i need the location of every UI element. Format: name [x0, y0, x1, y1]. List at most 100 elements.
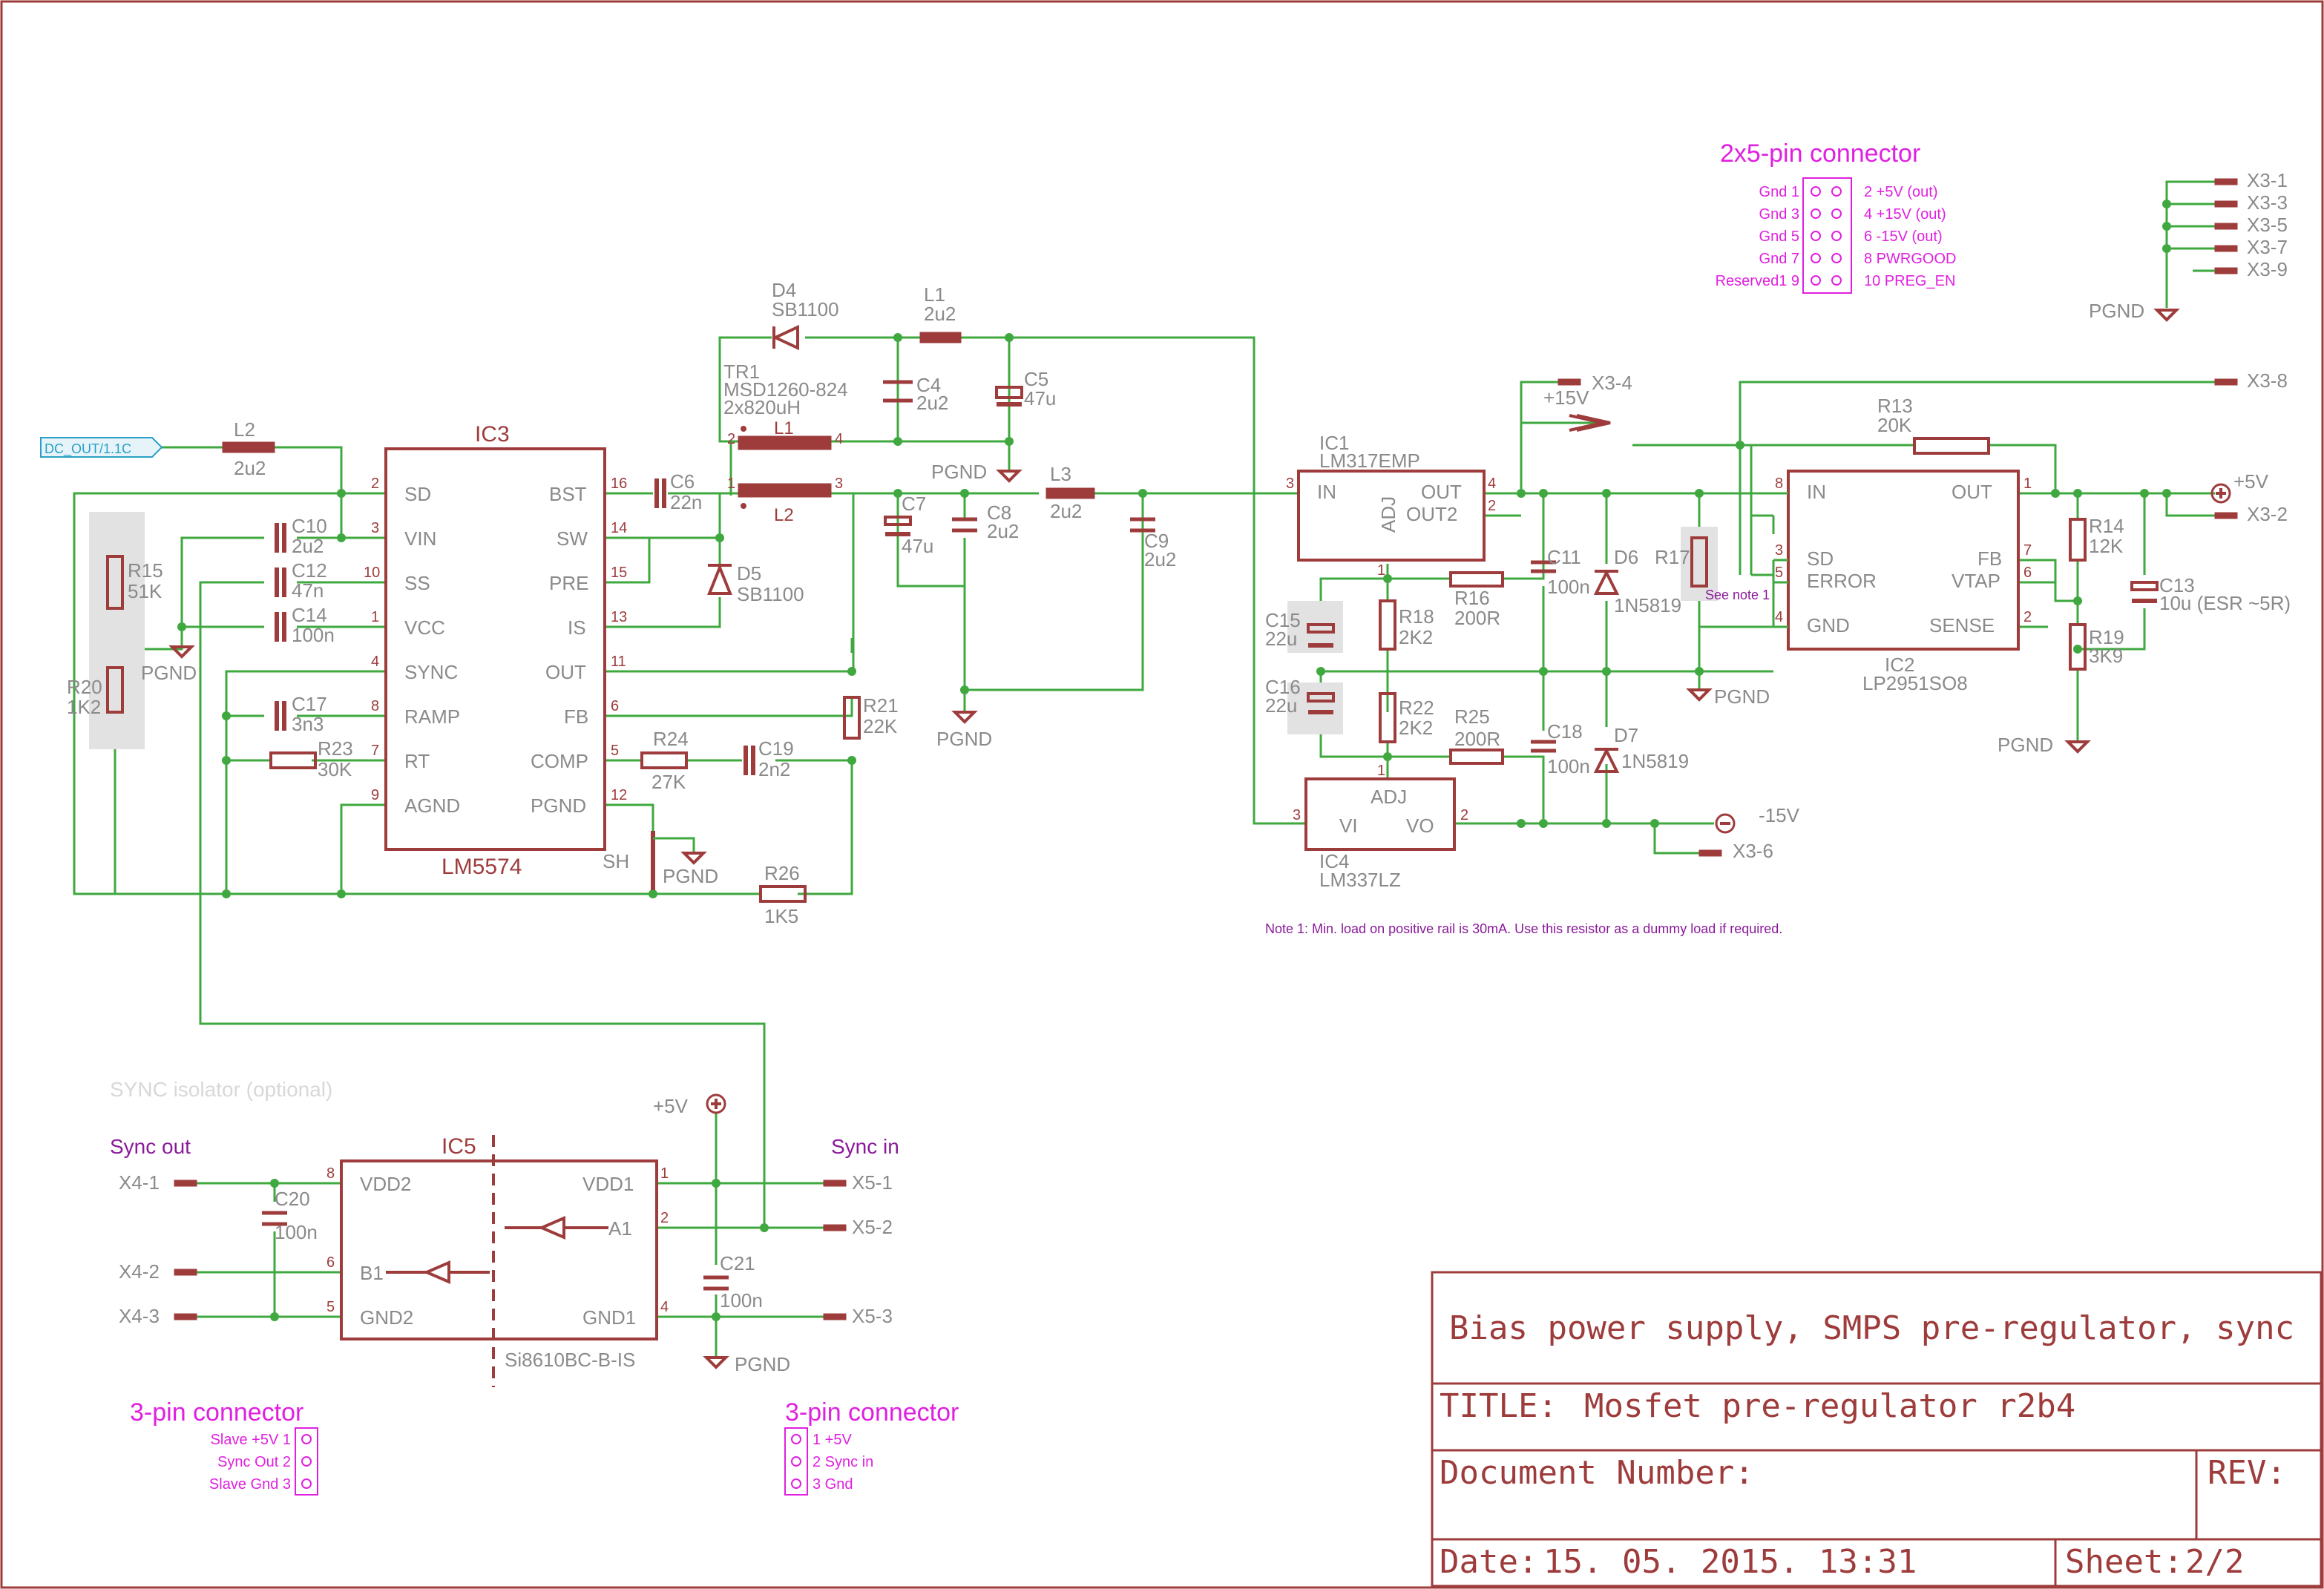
tb-description: Bias power supply, SMPS pre-regulator, s…	[1449, 1309, 2294, 1347]
r13-value: 20K	[1877, 414, 1912, 436]
capacitor-c20: C20 100n	[262, 1188, 318, 1243]
resistor-r16: R16 200R	[1449, 571, 1504, 629]
d6-name: D6	[1614, 546, 1638, 568]
highlight-r15-r20	[89, 512, 145, 749]
pgnd-symbol-r17: PGND	[1686, 685, 1770, 708]
capacitor-c7: C7 47u	[884, 493, 933, 557]
ic2-pinnum-1: 1	[2023, 476, 2032, 492]
c15-name: C15	[1265, 609, 1301, 631]
r26-name: R26	[764, 862, 800, 884]
ic3-pin-out: OUT	[545, 661, 586, 683]
conn2x5-left-9: Reserved1 9	[1716, 273, 1799, 289]
connector-master: 3-pin connector 1 +5V 2 Sync in 3 Gnd	[784, 1398, 959, 1496]
x5-pins: X5-1 X5-2 X5-3	[823, 1171, 893, 1327]
ic5-pinnum-2: 2	[660, 1210, 669, 1226]
l3-name: L3	[1050, 463, 1071, 485]
r20-value: 1K2	[67, 696, 101, 718]
x3-8-pin: X3-8	[2214, 369, 2288, 392]
conn2x5-right-6: 6 -15V (out)	[1864, 228, 1943, 245]
master-pin-1: 1 +5V	[813, 1432, 852, 1448]
p5v-rail: +5V X3-2	[2210, 470, 2288, 525]
ic3-pin-pre: PRE	[549, 572, 588, 594]
r25-value: 200R	[1454, 728, 1500, 750]
ic3-pinnum-13: 13	[611, 609, 627, 625]
x4-2-label: X4-2	[119, 1260, 160, 1283]
c4-value: 2u2	[916, 392, 948, 414]
ic1-part: LM317EMP	[1319, 450, 1420, 472]
l3-value: 2u2	[1050, 500, 1082, 522]
capacitor-c10: C10 2u2	[275, 515, 327, 557]
c8-name: C8	[987, 501, 1011, 524]
ic5-pinnum-6: 6	[326, 1254, 335, 1271]
r21-name: R21	[863, 694, 899, 717]
l2-value: 2u2	[234, 457, 266, 479]
c18-value: 100n	[1547, 755, 1590, 777]
r14-name: R14	[2089, 515, 2124, 537]
ic2-pinnum-6: 6	[2023, 565, 2032, 581]
conn2x5-left-7: Gnd 7	[1759, 251, 1799, 267]
pgnd-label-c8: PGND	[936, 728, 992, 750]
x5-3-label: X5-3	[852, 1305, 893, 1327]
inductor-l1: L1 2u2	[919, 283, 962, 343]
ic5-pin-b1: B1	[360, 1262, 384, 1284]
resistor-r15: R15 51K	[106, 555, 163, 610]
x3-8-label: X3-8	[2247, 369, 2288, 392]
pgnd-label-ic2: PGND	[1998, 734, 2053, 756]
ic3-pinnum-11: 11	[611, 654, 626, 670]
c17-value: 3n3	[292, 713, 324, 735]
ic4-part: LM337LZ	[1319, 869, 1401, 891]
ic4-pinnum-1: 1	[1377, 763, 1385, 779]
ic5-part: Si8610BC-B-IS	[505, 1349, 635, 1371]
d6-value: 1N5819	[1614, 594, 1681, 616]
connector-master-title: 3-pin connector	[785, 1398, 959, 1427]
capacitor-c9: C9 2u2	[1130, 517, 1176, 570]
c19-value: 2n2	[758, 758, 790, 780]
connector-2x5-title: 2x5-pin connector	[1720, 139, 1920, 168]
ic3-pin-ramp: RAMP	[404, 705, 460, 728]
conn2x5-right-4: 4 +15V (out)	[1864, 206, 1946, 223]
x3-2-label: X3-2	[2247, 503, 2288, 525]
p5v-sync-label: +5V	[653, 1095, 689, 1117]
inductor-l3: L3 2u2	[1046, 463, 1095, 522]
c9-value: 2u2	[1144, 548, 1176, 570]
c16-name: C16	[1265, 676, 1301, 698]
tb-document-label: Document Number:	[1440, 1454, 1754, 1492]
r18-value: 2K2	[1399, 626, 1433, 648]
conn2x5-left-5: Gnd 5	[1759, 228, 1799, 245]
ic2-pinnum-4: 4	[1775, 609, 1783, 625]
c5-value: 47u	[1024, 387, 1056, 409]
dc-out-flag: DC_OUT/1.1C	[40, 437, 163, 458]
x3-7-label: X3-7	[2247, 236, 2288, 258]
pgnd-symbol-c8: PGND	[936, 690, 992, 750]
ic2-pinnum-3: 3	[1775, 542, 1783, 559]
tr1-l2: L2	[774, 505, 794, 525]
connector-slave: 3-pin connector Slave +5V 1 Sync Out 2 S…	[130, 1398, 318, 1496]
capacitor-c15: C15 22u	[1265, 609, 1335, 650]
ic1-pinnum-3: 3	[1286, 476, 1294, 492]
c20-value: 100n	[275, 1221, 318, 1243]
ic3-pin-sync: SYNC	[404, 661, 458, 683]
resistor-r24: R24 27K	[640, 728, 689, 793]
ic1-pinnum-4: 4	[1488, 476, 1496, 492]
tb-date-label: Date:	[1440, 1543, 1537, 1581]
c13-value: 10u (ESR ~5R)	[2159, 592, 2291, 614]
ic1-pin-out2: OUT2	[1406, 503, 1457, 525]
inductor-l2: L2 2u2	[222, 418, 275, 479]
diode-d6: D6 1N5819	[1593, 546, 1681, 616]
d4-value: SB1100	[772, 298, 839, 320]
ic2-pin-sd: SD	[1807, 547, 1834, 570]
c10-name: C10	[292, 515, 327, 537]
c19-name: C19	[758, 737, 794, 760]
capacitor-c4: C4 2u2	[883, 374, 948, 414]
p15v-label: +15V	[1543, 386, 1589, 409]
pgnd-symbol-ic2: PGND	[1998, 734, 2091, 756]
ic2-pin-error: ERROR	[1807, 570, 1877, 592]
resistor-r21: R21 22K	[843, 694, 899, 740]
diode-d5: D5 SB1100	[707, 562, 804, 605]
x4-3-label: X4-3	[119, 1305, 160, 1327]
x5-2-label: X5-2	[852, 1216, 893, 1238]
transformer-tr1: L1 L2 TR1 MSD1260-824 2x820uH 2 4 1 3	[723, 361, 848, 525]
pgnd-label-1: PGND	[141, 662, 197, 684]
diode-d7: D7 1N5819	[1593, 724, 1689, 773]
